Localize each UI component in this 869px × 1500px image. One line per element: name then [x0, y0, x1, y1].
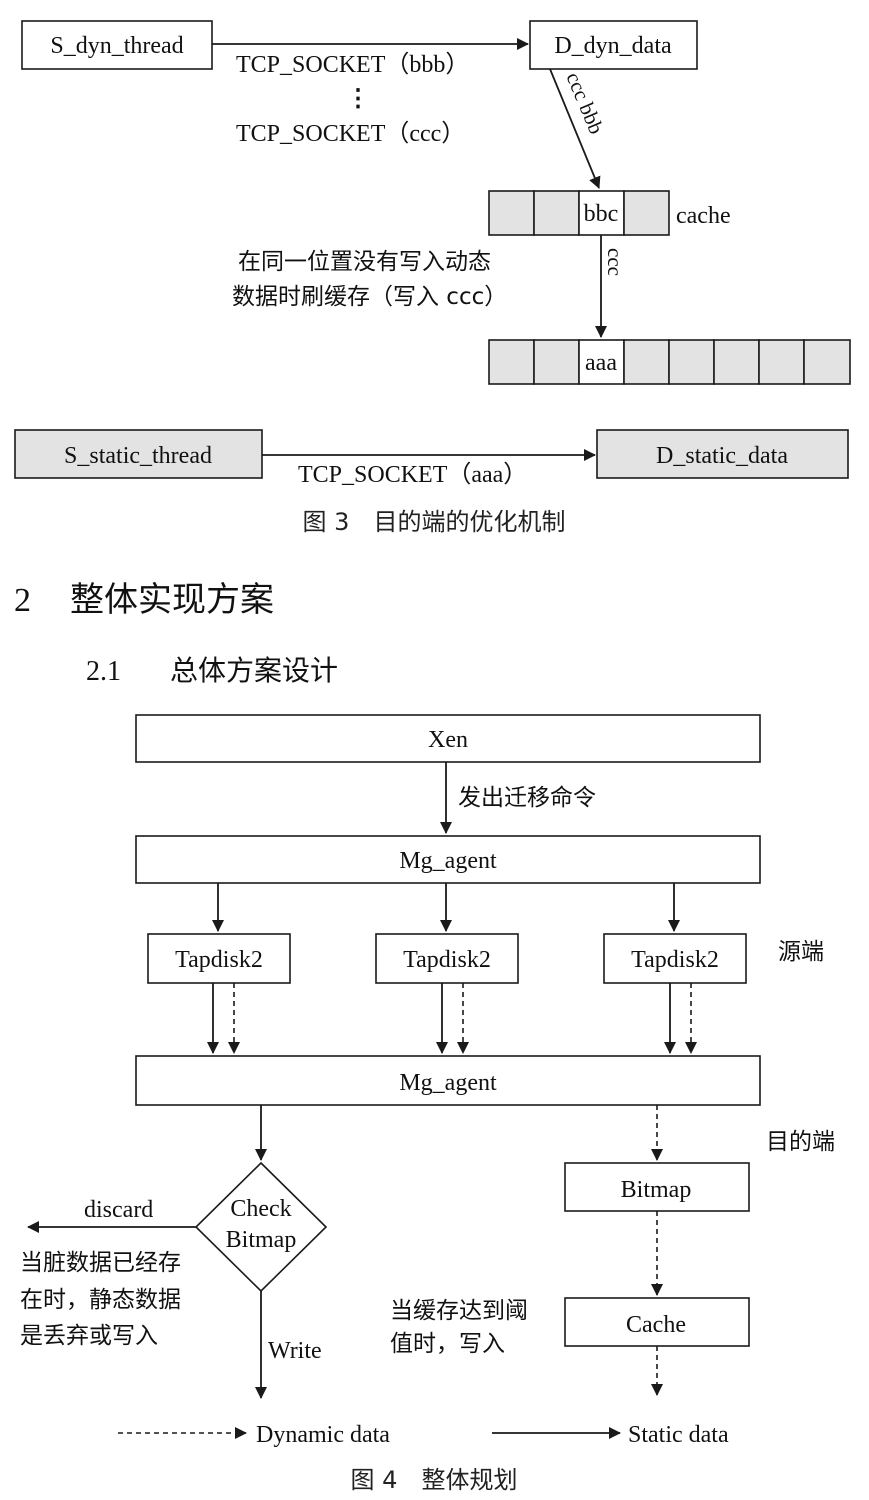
mg-agent-source-label: Mg_agent — [399, 848, 497, 874]
figure-3-caption: 图 3 目的端的优化机制 — [303, 508, 566, 536]
xen-box — [135, 714, 761, 763]
tapdisk-1-label: Tapdisk2 — [175, 947, 263, 973]
tapdisk-3-box — [603, 933, 747, 984]
cache-cell — [488, 190, 535, 236]
dest-side-label: 目的端 — [766, 1129, 835, 1155]
migrate-command-label: 发出迁移命令 — [458, 785, 596, 811]
disk-cell — [668, 339, 715, 385]
write-label: Write — [268, 1338, 322, 1364]
tapdisk-2-label: Tapdisk2 — [403, 947, 491, 973]
tcp-bbb-label: TCP_SOCKET（bbb） — [236, 52, 469, 78]
section-2-number: 2 — [14, 582, 31, 619]
disk-cell — [488, 339, 535, 385]
figure-4: Xen 发出迁移命令 Mg_agent Tapdisk2 Tapdisk2 Ta… — [20, 714, 835, 1494]
tapdisk-2-box — [375, 933, 519, 984]
legend-static-label: Static data — [628, 1422, 729, 1448]
s-static-thread-box — [14, 429, 263, 479]
s-dyn-thread-box — [21, 20, 213, 70]
mg-agent-dest-label: Mg_agent — [399, 1070, 497, 1096]
cache-cell-bbc: bbc — [584, 201, 619, 227]
flush-note-line2: 数据时刷缓存（写入 ccc） — [232, 284, 507, 310]
cache-cell — [623, 190, 670, 236]
cache-note-line2: 值时，写入 — [390, 1331, 505, 1357]
section-2-1-title: 总体方案设计 — [170, 654, 338, 687]
mg-agent-source-box — [135, 835, 761, 884]
cache-label: cache — [676, 203, 731, 229]
d-static-data-box — [596, 429, 849, 479]
dirty-note-line3: 是丢弃或写入 — [20, 1323, 158, 1349]
dirty-note-line2: 在时，静态数据 — [20, 1287, 181, 1313]
disk-cell-aaa: aaa — [585, 350, 617, 376]
cache-row — [488, 190, 670, 236]
cache-cell — [533, 190, 580, 236]
dirty-note-line1: 当脏数据已经存 — [20, 1250, 181, 1276]
mg-agent-dest-box — [135, 1055, 761, 1106]
legend-dynamic-label: Dynamic data — [256, 1422, 390, 1448]
source-side-label: 源端 — [778, 939, 824, 965]
tapdisk-3-label: Tapdisk2 — [631, 947, 719, 973]
ccc-bbb-diag-label: ccc bbb — [561, 69, 608, 138]
disk-cell — [713, 339, 760, 385]
disk-cell — [533, 339, 580, 385]
tapdisk-1-box — [147, 933, 291, 984]
section-2-title: 整体实现方案 — [70, 580, 274, 620]
s-static-thread-label: S_static_thread — [64, 443, 212, 469]
flush-note-line1: 在同一位置没有写入动态 — [238, 249, 491, 275]
d-dyn-data-box — [529, 20, 698, 70]
cache-box — [564, 1297, 750, 1347]
d-dyn-data-label: D_dyn_data — [554, 33, 672, 59]
section-2-1-number: 2.1 — [86, 656, 121, 687]
disk-cell — [623, 339, 670, 385]
cache-note-line1: 当缓存达到阈 — [390, 1298, 528, 1324]
figure-3: S_dyn_thread D_dyn_data TCP_SOCKET（bbb） … — [14, 20, 851, 536]
tcp-ccc-label: TCP_SOCKET（ccc） — [236, 121, 465, 147]
tcp-aaa-label: TCP_SOCKET（aaa） — [298, 462, 527, 488]
cache-cell-active — [578, 190, 625, 236]
bitmap-label: Bitmap — [621, 1177, 692, 1203]
check-label-line2: Bitmap — [226, 1227, 297, 1253]
disk-cell — [803, 339, 851, 385]
bitmap-box — [564, 1162, 750, 1212]
d-static-data-label: D_static_data — [656, 443, 788, 469]
s-dyn-thread-label: S_dyn_thread — [50, 33, 183, 59]
ccc-vert-label: ccc — [603, 248, 627, 276]
cache-box-label: Cache — [626, 1312, 686, 1338]
dyn-to-cache-arrow — [549, 68, 601, 189]
disk-cell-active — [578, 339, 625, 385]
ellipsis-mark: ⋮ — [346, 86, 370, 112]
xen-label: Xen — [428, 727, 468, 753]
discard-label: discard — [84, 1197, 153, 1223]
disk-cell — [758, 339, 805, 385]
legend: Dynamic data Static data — [118, 1422, 729, 1448]
disk-row — [488, 339, 851, 385]
check-label-line1: Check — [230, 1196, 291, 1222]
figure-4-caption: 图 4 整体规划 — [351, 1466, 518, 1494]
